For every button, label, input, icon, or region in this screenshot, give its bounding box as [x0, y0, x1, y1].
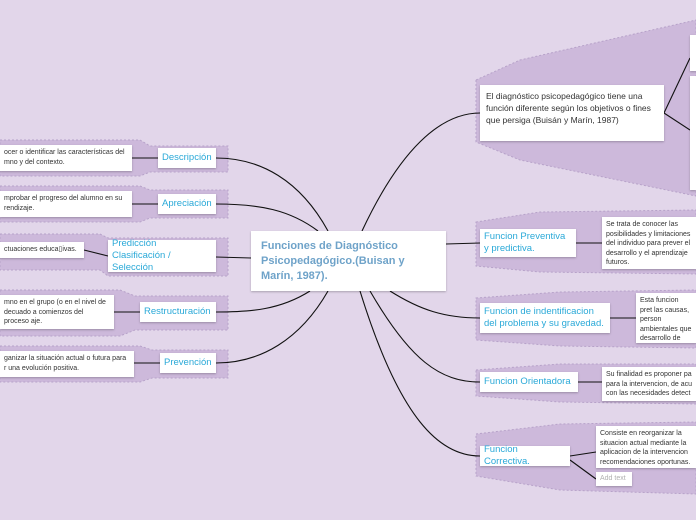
leaf-top-1[interactable]	[690, 35, 696, 71]
node-restructuracion[interactable]: Restructuración	[140, 302, 216, 322]
node-apreciacion[interactable]: Apreciación	[158, 194, 216, 214]
leaf-apreciacion[interactable]: mprobar el progreso del alumno en su ren…	[0, 191, 132, 217]
central-topic[interactable]: Funciones de Diagnóstico Psicopedagógico…	[251, 231, 446, 291]
node-prevencion[interactable]: Prevención	[160, 353, 216, 373]
leaf-restructuracion[interactable]: mno en el grupo (o en el nivel de decuad…	[0, 295, 114, 329]
node-prediccion[interactable]: Predicción Clasificación / Selección	[108, 238, 216, 273]
leaf-funcion-correctiva[interactable]: Consiste en reorganizar la situacion act…	[596, 426, 696, 468]
node-funcion-orientadora[interactable]: Funcion Orientadora	[480, 372, 578, 392]
leaf-descripcion[interactable]: ocer o identificar las características d…	[0, 145, 132, 171]
add-text-button[interactable]: Add text	[596, 472, 632, 486]
node-funcion-preventiva[interactable]: Funcion Preventiva y predictiva.	[480, 229, 576, 257]
node-descripcion[interactable]: Descripción	[158, 148, 216, 168]
leaf-prediccion[interactable]: ctuaciones educa▯ivas.	[0, 242, 84, 258]
leaf-top-2[interactable]	[690, 76, 696, 190]
node-funcion-identificacion[interactable]: Funcion de indentificacion del problema …	[480, 303, 610, 333]
leaf-funcion-orientadora[interactable]: Su finalidad es proponer pa para la inte…	[602, 367, 696, 401]
leaf-prevencion[interactable]: ganizar la situación actual o futura par…	[0, 351, 134, 377]
node-funcion-correctiva[interactable]: Funcion Correctiva.	[480, 444, 570, 467]
leaf-funcion-preventiva[interactable]: Se trata de conocer las posibilidades y …	[602, 217, 696, 269]
node-funcion-diferente[interactable]: El diagnóstico psicopedagógico tiene una…	[480, 85, 664, 141]
leaf-funcion-identificacion[interactable]: Esta funcion pret las causas, person amb…	[636, 293, 696, 343]
